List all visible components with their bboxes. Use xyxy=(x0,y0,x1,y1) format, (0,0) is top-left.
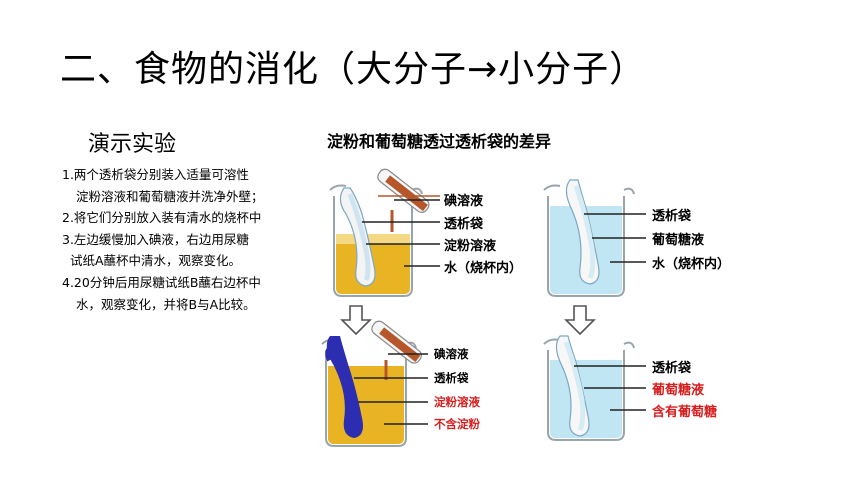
label-starch-solution: 淀粉溶液 xyxy=(434,395,480,409)
label-dialysis-bag: 透析袋 xyxy=(434,371,469,385)
figure-title: 淀粉和葡萄糖透过透析袋的差异 xyxy=(327,132,552,151)
label-dialysis-bag: 透析袋 xyxy=(652,209,692,224)
step-line: 淀粉溶液和葡萄糖液并洗净外壁； xyxy=(76,188,264,204)
beaker-top-right xyxy=(543,179,646,297)
label-water-in-beaker: 水（烧杯内） xyxy=(652,257,731,272)
beaker-top-left xyxy=(329,168,440,297)
label-glucose-solution: 葡萄糖液 xyxy=(652,233,705,248)
experiment-steps: 1.两个透析袋分别装入适量可溶性 淀粉溶液和葡萄糖液并洗净外壁； 2.将它们分别… xyxy=(62,164,312,315)
label-no-starch: 不含淀粉 xyxy=(434,417,480,431)
arrow-down-left-icon xyxy=(340,305,372,336)
demo-heading: 演示实验 xyxy=(88,132,177,157)
step-line: 试纸A蘸杯中清水，观察变化。 xyxy=(70,253,242,269)
slide-title: 二、食物的消化（大分子→小分子） xyxy=(60,49,647,90)
step-line: 2.将它们分别放入装有清水的烧杯中 xyxy=(62,210,262,226)
label-iodine: 碘溶液 xyxy=(434,347,469,361)
label-dialysis-bag: 透析袋 xyxy=(652,361,692,376)
label-iodine: 碘溶液 xyxy=(444,194,484,209)
arrow-down-right-icon xyxy=(564,305,596,336)
label-dialysis-bag: 透析袋 xyxy=(444,217,484,232)
beaker-bottom-right xyxy=(543,335,646,441)
step-line: 3.左边缓慢加入碘液，右边用尿糖 xyxy=(62,231,249,247)
step-line: 4.20分钟后用尿糖试纸B蘸右边杯中 xyxy=(62,274,261,290)
label-water-in-beaker: 水（烧杯内） xyxy=(444,261,523,276)
beaker-bottom-left xyxy=(321,320,428,447)
label-contains-glucose: 含有葡萄糖 xyxy=(652,405,718,420)
step-line: 水，观察变化，并将B与A比较。 xyxy=(76,296,256,312)
label-starch-solution: 淀粉溶液 xyxy=(444,239,497,254)
label-glucose-solution: 葡萄糖液 xyxy=(652,383,705,398)
step-line: 1.两个透析袋分别装入适量可溶性 xyxy=(62,167,249,182)
